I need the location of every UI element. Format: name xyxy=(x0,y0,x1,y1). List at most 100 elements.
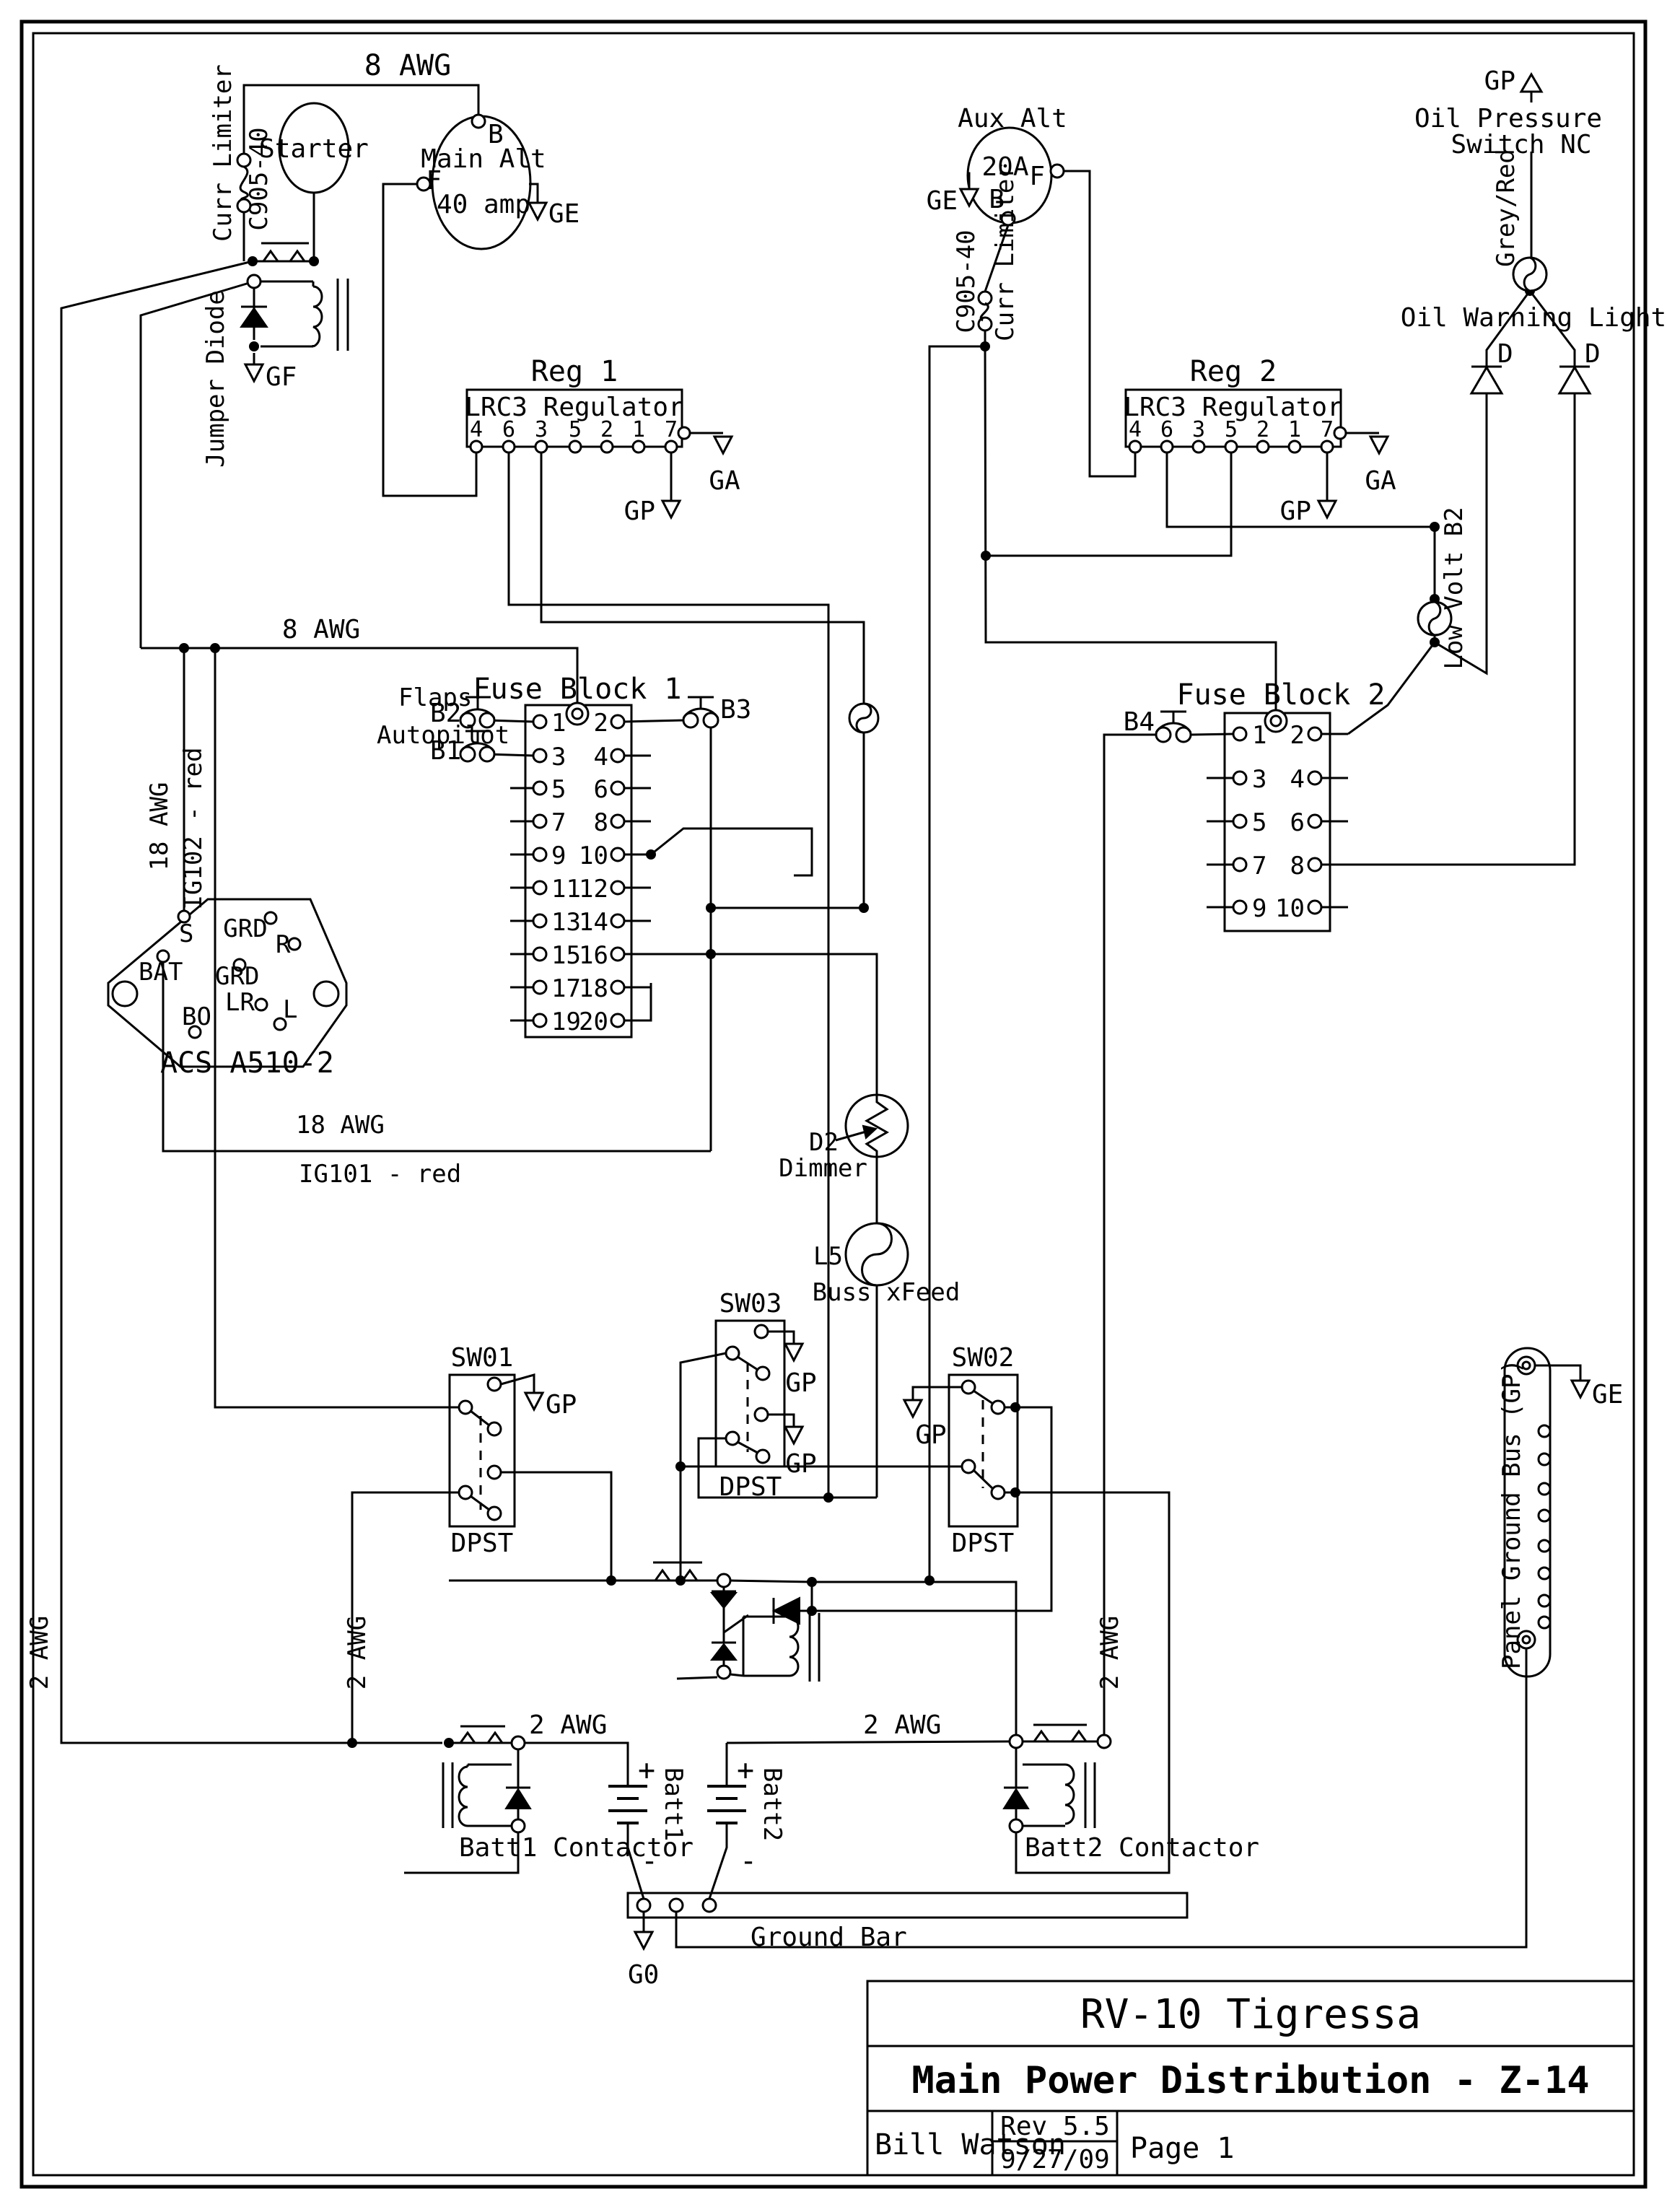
svg-text:9: 9 xyxy=(551,841,566,870)
reg2-pin5: 5 xyxy=(1225,417,1238,442)
svg-text:10: 10 xyxy=(579,841,608,870)
svg-text:2: 2 xyxy=(1290,721,1305,750)
batt2-contactor-label: Batt2 Contactor xyxy=(1025,1833,1259,1863)
title-block: RV-10 Tigressa Main Power Distribution -… xyxy=(866,1980,1635,2177)
awg2-trunk-mid: 2 AWG xyxy=(343,1616,372,1689)
awg8-mid-label: 8 AWG xyxy=(282,615,360,644)
svg-text:4: 4 xyxy=(1290,765,1305,794)
reg2-pin1: 1 xyxy=(1288,417,1301,442)
panel-bus-label: Panel Ground Bus (GP) xyxy=(1497,1359,1526,1669)
c905-aux-label: C905-40 xyxy=(952,229,981,333)
acs-s: S xyxy=(179,919,193,948)
switch-sw01: SW01 GP DPST xyxy=(448,1343,577,1558)
jumper-diode-symbol xyxy=(240,307,268,328)
acs-ignition-switch: S GRD R BAT GRD LR L BO ACS A510-2 18 AW… xyxy=(107,747,461,1189)
svg-text:3: 3 xyxy=(1252,765,1266,794)
acs-bo: BO xyxy=(182,1002,211,1031)
starter-label: Starter xyxy=(259,134,369,164)
connector-b4: B4 xyxy=(1124,707,1192,743)
connector-b1: Autopilot B1 xyxy=(377,721,509,766)
svg-text:20: 20 xyxy=(579,1007,608,1036)
title-author: Bill Watson xyxy=(875,2128,1066,2161)
ge-ground-aux xyxy=(958,188,980,209)
diode-d2 xyxy=(1557,365,1592,395)
gp-ground-sw03a xyxy=(783,1342,805,1363)
gp-ground-sw02 xyxy=(902,1399,924,1420)
grey-red-label: Grey/Red xyxy=(1492,149,1521,267)
acs-name: ACS A510-2 xyxy=(160,1046,334,1080)
batt2-minus: - xyxy=(740,1845,757,1878)
awg2-batt1: 2 AWG xyxy=(529,1710,607,1740)
connector-b2: Flaps B2 xyxy=(398,683,496,729)
acs-grd2: GRD xyxy=(215,962,259,991)
aux-alternator: Aux Alt 20A F B GE xyxy=(927,104,1067,227)
awg8-top-label: 8 AWG xyxy=(364,49,451,82)
acs-r: R xyxy=(276,930,291,959)
svg-text:10: 10 xyxy=(1275,894,1305,923)
svg-text:6: 6 xyxy=(594,775,608,804)
sw03-gp2-label: GP xyxy=(785,1449,816,1479)
ground-bar: G0 Ground Bar xyxy=(626,1892,1189,1990)
svg-text:12: 12 xyxy=(579,875,608,904)
diode-d1 xyxy=(1469,365,1504,395)
title-page: Page 1 xyxy=(1130,2132,1235,2165)
awg18-ig101-gauge: 18 AWG xyxy=(296,1111,385,1140)
flaps-label: Flaps xyxy=(398,683,472,712)
reg1-pin2: 2 xyxy=(600,417,613,442)
batt1-contactor: Batt1 Contactor xyxy=(442,1725,694,1863)
reg1-pin6: 6 xyxy=(502,417,515,442)
fb2-title: Fuse Block 2 xyxy=(1177,678,1386,712)
svg-text:1: 1 xyxy=(1252,721,1266,750)
svg-text:13: 13 xyxy=(551,908,581,937)
acs-grd1: GRD xyxy=(223,914,267,943)
reg2-pin2: 2 xyxy=(1256,417,1269,442)
svg-text:5: 5 xyxy=(551,775,566,804)
awg2-trunk-right: 2 AWG xyxy=(1095,1616,1124,1689)
svg-text:8: 8 xyxy=(594,808,608,837)
svg-text:9: 9 xyxy=(1252,894,1266,923)
svg-text:4: 4 xyxy=(594,743,608,771)
svg-text:11: 11 xyxy=(551,875,581,904)
acs-bat: BAT xyxy=(139,958,183,987)
regulator-2: Reg 2 LRC3 Regulator 4 6 3 5 2 1 7 GP GA xyxy=(1124,355,1396,526)
battery-1: + - Batt1 xyxy=(608,1754,688,1878)
acs-lr: LR xyxy=(225,988,255,1017)
svg-text:7: 7 xyxy=(551,808,566,837)
aux-alt-amp: 20A xyxy=(981,152,1028,182)
reg2-gp-label: GP xyxy=(1280,497,1311,526)
svg-text:15: 15 xyxy=(551,941,581,970)
svg-text:3: 3 xyxy=(551,743,566,771)
batt1-minus: - xyxy=(641,1845,658,1878)
gp-ground-sw01 xyxy=(523,1391,545,1412)
reg1-gp-label: GP xyxy=(624,497,655,526)
svg-text:7: 7 xyxy=(1252,852,1266,880)
reg1-sub: LRC3 Regulator xyxy=(465,393,683,422)
oil-line2: Switch NC xyxy=(1451,130,1591,159)
d1-label: D xyxy=(1497,339,1513,369)
autopilot-label: Autopilot xyxy=(377,721,509,750)
oil-line1: Oil Pressure xyxy=(1414,104,1602,134)
title-rev: Rev 5.5 xyxy=(1000,2112,1110,2141)
c905-label: C905-40 xyxy=(245,127,274,230)
drawing-border xyxy=(19,19,1648,2189)
svg-text:16: 16 xyxy=(579,941,608,970)
svg-text:18: 18 xyxy=(579,974,608,1003)
batt2-contactor: Batt2 Contactor xyxy=(1002,1723,1259,1863)
svg-text:19: 19 xyxy=(551,1007,581,1036)
dimmer-label: Dimmer xyxy=(779,1154,867,1183)
batt2-plus: + xyxy=(737,1754,754,1787)
regulator-1: Reg 1 LRC3 Regulator 4 6 3 5 2 1 7 GP GA xyxy=(465,355,740,526)
d2-dimmer: D2 Dimmer xyxy=(779,1093,909,1183)
batt2-label: Batt2 xyxy=(758,1767,787,1841)
reg2-sub: LRC3 Regulator xyxy=(1124,393,1342,422)
d2-label: D xyxy=(1585,339,1601,369)
oil-gp-label: GP xyxy=(1484,66,1515,96)
main-alt-amp: 40 amp xyxy=(437,190,530,219)
batt1-contactor-label: Batt1 Contactor xyxy=(459,1833,694,1863)
gp-ground-sw03b xyxy=(783,1425,805,1446)
l5-label: L5 xyxy=(813,1242,843,1271)
sw01-type: DPST xyxy=(451,1529,514,1558)
gf-label: GF xyxy=(266,362,297,392)
